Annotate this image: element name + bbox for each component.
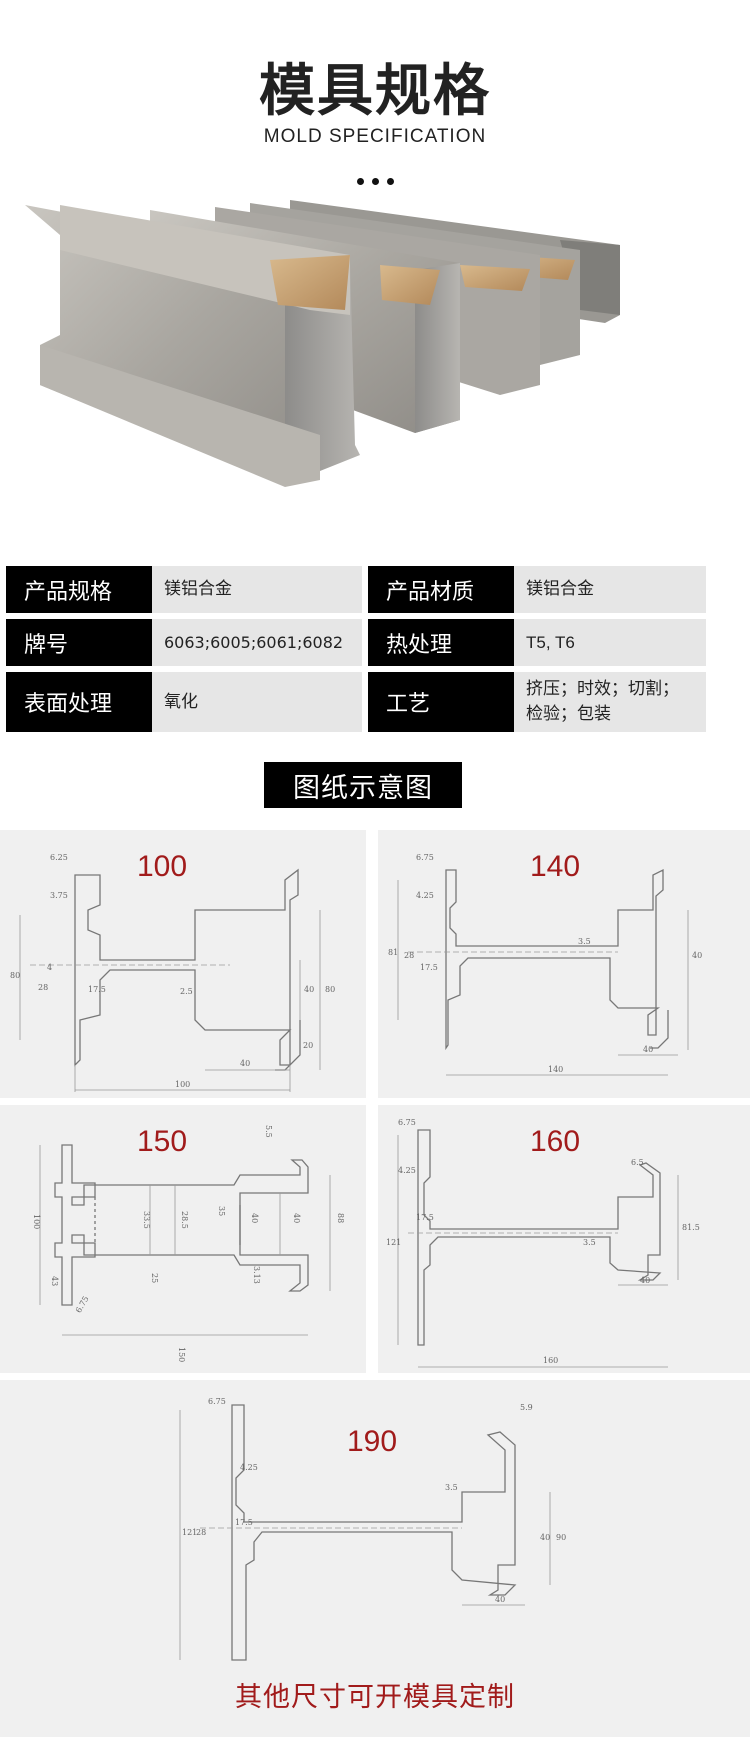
spec-value-multiline: 挤压；时效；切割； 检验；包装 — [514, 672, 706, 732]
dim-label: 5.5 — [264, 1125, 273, 1138]
dim-label: 25 — [150, 1273, 159, 1283]
page-title: 模具规格 — [259, 59, 491, 124]
spec-label: 热处理 — [368, 619, 514, 666]
spec-label: 牌号 — [6, 619, 152, 666]
dim-label: 80 — [325, 985, 335, 994]
dim-label: 6.5 — [631, 1158, 644, 1167]
dim-label: 17.5 — [420, 963, 438, 972]
dim-label: 6.75 — [416, 853, 434, 862]
dim-label: 17.5 — [88, 985, 106, 994]
drawing-panel-150: 150 100 43 33.5 28.5 35 40 40 88 3.13 5.… — [0, 1105, 366, 1373]
dim-label: 40 — [292, 1213, 301, 1223]
dim-label: 100 — [175, 1080, 190, 1089]
dim-label: 5.9 — [520, 1403, 533, 1412]
dim-label: 6.75 — [398, 1118, 416, 1127]
spec-value-line: 检验；包装 — [526, 704, 611, 724]
drawing-label: 190 — [347, 1425, 398, 1458]
dim-label: 40 — [240, 1059, 250, 1068]
profile-drawing-icon: 6.75 4.25 17.5 3.5 6.5 121 40 81.5 160 — [386, 1118, 700, 1368]
profile-drawing-icon: 100 43 33.5 28.5 35 40 40 88 3.13 5.5 25… — [32, 1125, 345, 1362]
dim-label: 40 — [540, 1533, 550, 1542]
dim-label: 80 — [10, 971, 20, 980]
dim-label: 43 — [50, 1276, 59, 1286]
drawing-panel-100: 100 6.25 3.75 17.5 2.5 4 28 80 40 20 40 — [0, 830, 366, 1098]
dim-label: 3.5 — [445, 1483, 458, 1492]
dim-label: 140 — [548, 1065, 563, 1074]
dim-label: 33.5 — [142, 1211, 151, 1229]
spec-row: 产品规格 镁铝合金 产品材质 镁铝合金 — [6, 566, 730, 613]
spec-value: 6063;6005;6061;6082 — [152, 619, 362, 666]
dim-label: 4 — [47, 963, 52, 972]
dim-label: 40 — [250, 1213, 259, 1223]
dim-label: 35 — [217, 1206, 226, 1216]
profile-drawing-icon: 6.75 4.25 17.5 3.5 28 81 40 40 140 — [388, 853, 702, 1076]
dim-label: 4.25 — [416, 891, 434, 900]
dim-label: 160 — [543, 1356, 558, 1365]
spec-value: T5, T6 — [514, 619, 706, 666]
custom-mold-note: 其他尺寸可开模具定制 — [235, 1682, 515, 1713]
dim-label: 3.75 — [50, 891, 68, 900]
dim-label: 40 — [304, 985, 314, 994]
dim-label: 20 — [303, 1041, 313, 1050]
dim-label: 121 — [386, 1238, 401, 1247]
spec-label: 工艺 — [368, 672, 514, 732]
header: 模具规格 MOLD SPECIFICATION — [0, 0, 750, 200]
dim-label: 28 — [38, 983, 48, 992]
spec-label: 表面处理 — [6, 672, 152, 732]
dim-label: 81 — [388, 948, 398, 957]
spec-value: 镁铝合金 — [514, 566, 706, 613]
dim-label: 4.25 — [398, 1166, 416, 1175]
dim-label: 40 — [643, 1045, 653, 1054]
dim-label: 28 — [196, 1528, 206, 1537]
spec-row: 表面处理 氧化 工艺 挤压；时效；切割； 检验；包装 — [6, 672, 730, 732]
dim-label: 40 — [692, 951, 702, 960]
spec-value: 镁铝合金 — [152, 566, 362, 613]
dim-label: 17.5 — [235, 1518, 253, 1527]
page-subtitle: MOLD SPECIFICATION — [263, 126, 487, 147]
section-badge: 图纸示意图 — [264, 762, 462, 808]
drawing-label: 140 — [530, 850, 581, 883]
dim-label: 90 — [556, 1533, 566, 1542]
dim-label: 121 — [182, 1528, 197, 1537]
spec-label: 产品规格 — [6, 566, 152, 613]
drawing-label: 100 — [137, 850, 188, 883]
dim-label: 28.5 — [180, 1211, 189, 1229]
dim-label: 6.75 — [208, 1397, 226, 1406]
dim-label: 3.13 — [252, 1266, 261, 1284]
dim-label: 88 — [336, 1213, 345, 1223]
dim-label: 2.5 — [180, 987, 193, 996]
dim-label: 150 — [177, 1347, 186, 1362]
dim-label: 6.75 — [74, 1295, 91, 1315]
dim-label: 100 — [32, 1214, 41, 1229]
dim-label: 40 — [495, 1595, 505, 1604]
profile-drawing-icon: 6.75 4.25 17.5 3.5 28 121 5.9 40 40 90 — [179, 1397, 566, 1661]
spec-row: 牌号 6063;6005;6061;6082 热处理 T5, T6 — [6, 619, 730, 666]
dim-label: 3.5 — [583, 1238, 596, 1247]
dim-label: 81.5 — [682, 1223, 700, 1232]
dim-label: 40 — [640, 1276, 650, 1285]
profile-drawing-icon: 6.25 3.75 17.5 2.5 4 28 80 40 20 40 80 1… — [10, 853, 335, 1092]
drawing-panel-190: 190 6.75 4.25 17.5 3.5 28 121 5.9 40 40 … — [0, 1380, 750, 1737]
drawing-label: 160 — [530, 1125, 581, 1158]
spec-value-line: 挤压；时效；切割； — [526, 679, 679, 699]
drawing-panel-140: 140 6.75 4.25 17.5 3.5 28 81 40 40 140 — [378, 830, 750, 1098]
dots-divider-icon — [350, 170, 400, 185]
spec-value: 氧化 — [152, 672, 362, 732]
drawing-panel-160: 160 6.75 4.25 17.5 3.5 6.5 121 40 81.5 1… — [378, 1105, 750, 1373]
dim-label: 3.5 — [578, 937, 591, 946]
dim-label: 28 — [404, 951, 414, 960]
spec-label: 产品材质 — [368, 566, 514, 613]
dim-label: 17.5 — [416, 1213, 434, 1222]
dim-label: 4.25 — [240, 1463, 258, 1472]
dim-label: 6.25 — [50, 853, 68, 862]
aluminum-beam-photo-icon — [25, 200, 620, 487]
drawing-label: 150 — [137, 1125, 188, 1158]
